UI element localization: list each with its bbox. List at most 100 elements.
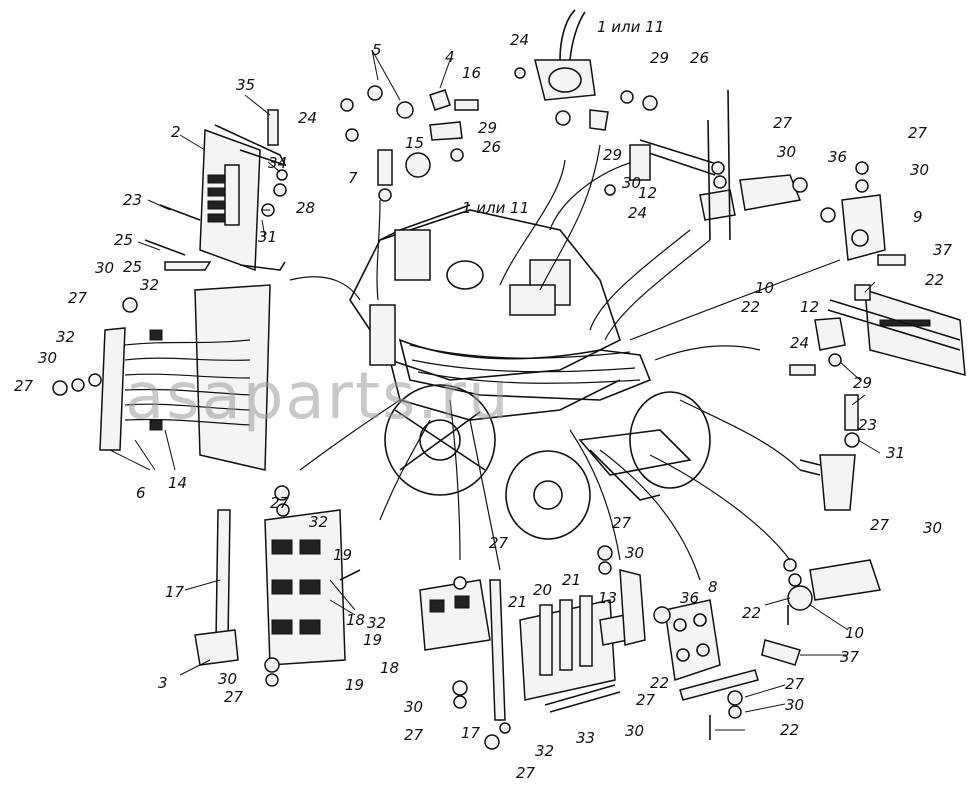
callout-17-left: 17: [165, 583, 185, 601]
callout-29-switch: 29: [603, 146, 622, 164]
callout-16: 16: [462, 64, 481, 82]
callout-29-top: 29: [650, 49, 669, 67]
callout-28: 28: [296, 199, 315, 217]
callout-36-bottom: 36: [680, 589, 699, 607]
tractor-body: [349, 204, 711, 540]
callout-24-center: 24: [628, 204, 647, 222]
callout-27-fuse: 27: [612, 514, 632, 532]
callout-1-or-11-mid: 1 или 11: [462, 199, 529, 217]
callout-22-lowest: 22: [780, 721, 799, 739]
callout-30-bottom-right: 30: [923, 519, 942, 537]
callout-24-right: 24: [790, 334, 809, 352]
callout-27-far-left: 27: [14, 377, 34, 395]
callout-30-relay: 30: [218, 670, 237, 688]
callout-8: 8: [708, 578, 718, 596]
callout-27-plate: 27: [785, 675, 805, 693]
callout-27-left: 27: [68, 289, 88, 307]
callout-23-left: 23: [123, 191, 142, 209]
callout-22-bottom: 22: [742, 604, 761, 622]
callout-18-right: 18: [346, 611, 365, 629]
callout-30-fuse: 30: [625, 544, 644, 562]
callout-32-left: 32: [56, 328, 75, 346]
callout-6: 6: [136, 484, 146, 502]
callout-32-bottom: 32: [535, 742, 554, 760]
callout-20: 20: [533, 581, 552, 599]
callout-21-right: 21: [562, 571, 581, 589]
callout-31-right: 31: [886, 444, 905, 462]
callout-32-block: 32: [367, 614, 386, 632]
callout-1-or-11-top: 1 или 11: [597, 18, 664, 36]
callout-30-left: 30: [95, 259, 114, 277]
callout-10-top: 10: [755, 279, 774, 297]
callout-30-top-right: 30: [777, 143, 796, 161]
callout-7: 7: [348, 169, 358, 187]
callout-3: 3: [158, 674, 168, 692]
callout-27-center: 27: [489, 534, 509, 552]
callout-12-top: 12: [638, 184, 657, 202]
callout-33: 33: [576, 729, 595, 747]
callout-29-right: 29: [853, 374, 872, 392]
mounting-plate: [653, 599, 759, 740]
callout-15: 15: [405, 134, 424, 152]
callout-4: 4: [445, 48, 455, 66]
callout-35: 35: [236, 76, 255, 94]
control-panel-right: [789, 284, 966, 511]
callout-labels: 1 или 11 1 или 11 2 3 4 5 6 7 8 9 10 10 …: [14, 18, 953, 782]
left-fasteners: [52, 169, 288, 396]
watermark-text: asaparts.ru: [125, 360, 511, 434]
callout-19-top: 19: [333, 546, 352, 564]
callout-31-left: 31: [258, 228, 277, 246]
callout-24-left: 24: [298, 109, 317, 127]
switch-assembly-top-right: [604, 89, 808, 241]
callout-22-center: 22: [650, 674, 669, 692]
connection-wires: [289, 144, 841, 581]
callout-14: 14: [168, 474, 187, 492]
callout-29-center: 29: [478, 119, 497, 137]
bracket-assembly-right: [820, 161, 906, 266]
callout-21-left: 21: [508, 593, 527, 611]
relay-block-assembly: [194, 485, 361, 687]
callout-30-switch: 30: [622, 174, 641, 192]
callout-25-b: 25: [123, 258, 142, 276]
callout-27-relay-bottom: 27: [224, 688, 244, 706]
callout-37-top: 37: [933, 241, 953, 259]
callout-10-bottom: 10: [845, 624, 864, 642]
connector-block-bottom: [419, 545, 613, 750]
callout-2: 2: [171, 123, 181, 141]
callout-25-a: 25: [114, 231, 133, 249]
callout-23-right: 23: [858, 416, 877, 434]
callout-22-right: 22: [925, 271, 944, 289]
callout-27-top-right: 27: [773, 114, 793, 132]
callout-5: 5: [372, 41, 382, 59]
callout-30-right: 30: [910, 161, 929, 179]
callout-26-center: 26: [482, 138, 501, 156]
callout-27-bottom-right: 27: [870, 516, 890, 534]
fuse-holder-assembly: [519, 569, 646, 713]
connector-block-assembly: [99, 284, 271, 471]
callout-30-bottom-center: 30: [404, 698, 423, 716]
callout-13: 13: [598, 589, 617, 607]
callout-27-right: 27: [908, 124, 928, 142]
lamp-assembly: [514, 9, 609, 131]
callout-12-right: 12: [800, 298, 819, 316]
callout-24-top: 24: [510, 31, 529, 49]
callout-17-bottom: 17: [461, 724, 481, 742]
callout-27-lowest: 27: [516, 764, 536, 782]
callout-26-top: 26: [690, 49, 709, 67]
callout-27-relay-top: 27: [270, 494, 290, 512]
callout-18-bottom: 18: [380, 659, 399, 677]
clamp-and-bolt-set: [340, 85, 479, 202]
callout-19-bottom: 19: [345, 676, 364, 694]
callout-30-plate: 30: [785, 696, 804, 714]
callout-32-top-left: 32: [140, 276, 159, 294]
callout-32-relay: 32: [309, 513, 328, 531]
callout-27-fuse-bottom: 27: [636, 691, 656, 709]
leader-lines: [109, 49, 881, 731]
fuse-panel-assembly: [199, 109, 287, 272]
switch-assembly-bottom-right: [761, 558, 881, 666]
callout-30-far-left: 30: [38, 349, 57, 367]
callout-36-top: 36: [828, 148, 847, 166]
callout-30-fuse-bottom: 30: [625, 722, 644, 740]
